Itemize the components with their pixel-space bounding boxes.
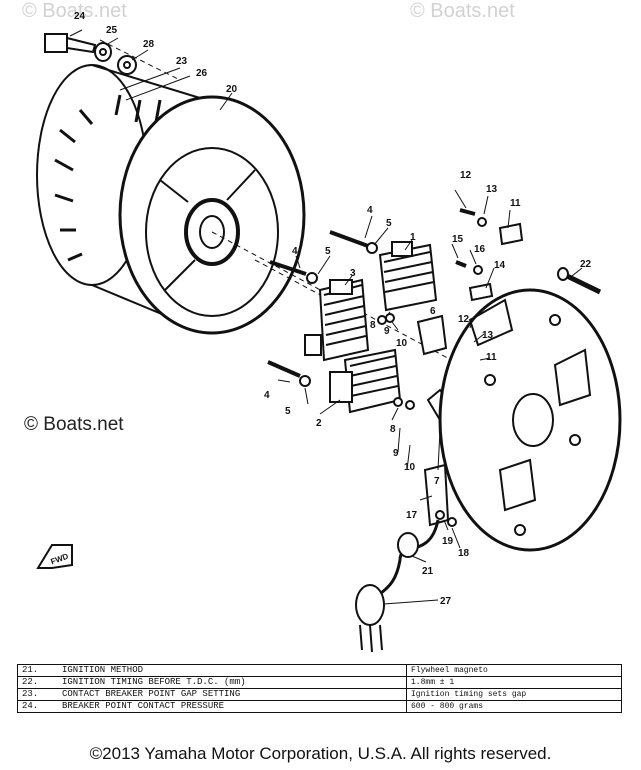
callout-14: 14 xyxy=(494,260,506,271)
exploded-parts-diagram: 24 25 28 23 26 20 4 5 1 12 13 11 15 16 1… xyxy=(36,11,622,653)
callout-26: 26 xyxy=(196,68,208,79)
callout-6: 6 xyxy=(430,306,436,317)
callout-5-mid: 5 xyxy=(325,246,331,257)
callout-28: 28 xyxy=(143,39,155,50)
callout-13-mid: 13 xyxy=(482,330,494,341)
spec-value: Flywheel magneto xyxy=(406,664,622,677)
callout-9-bottom: 9 xyxy=(393,448,399,459)
callout-11-mid: 11 xyxy=(486,352,497,363)
callout-16: 16 xyxy=(474,244,486,255)
lighting-coil xyxy=(378,241,438,312)
front-arrow: FWD xyxy=(36,544,73,569)
spec-number: 22. xyxy=(17,676,58,689)
spec-item: BREAKER POINT CONTACT PRESSURE xyxy=(58,700,407,713)
callout-13-top: 13 xyxy=(486,184,498,195)
callout-23: 23 xyxy=(176,56,188,67)
watermark-main: © Boats.net xyxy=(24,414,124,435)
copyright-notice: ©2013 Yamaha Motor Corporation, U.S.A. A… xyxy=(89,744,552,763)
callout-24: 24 xyxy=(74,11,86,22)
callout-2: 2 xyxy=(316,418,322,429)
callout-27: 27 xyxy=(440,596,452,607)
source-coil xyxy=(304,278,370,362)
callout-18: 18 xyxy=(458,548,470,559)
callout-25: 25 xyxy=(106,25,118,36)
bolt-and-washers xyxy=(44,33,137,75)
callout-5-top: 5 xyxy=(386,218,392,229)
stator-base-plate xyxy=(438,288,622,552)
spec-number: 23. xyxy=(17,688,58,701)
spec-value: Ignition timing sets gap xyxy=(406,688,622,701)
spec-number: 21. xyxy=(17,664,58,677)
callout-4-bottom: 4 xyxy=(264,390,270,401)
callout-11-top: 11 xyxy=(510,198,521,209)
callout-4-mid: 4 xyxy=(292,246,298,257)
spec-item: CONTACT BREAKER POINT GAP SETTING xyxy=(58,688,407,701)
table-row: 22. IGNITION TIMING BEFORE T.D.C. (mm) 1… xyxy=(17,676,622,689)
callout-10-bottom: 10 xyxy=(404,462,416,473)
callout-7: 7 xyxy=(434,476,440,487)
callout-12-top: 12 xyxy=(460,170,472,181)
table-row: 24. BREAKER POINT CONTACT PRESSURE 600 -… xyxy=(17,700,622,713)
callout-4-top: 4 xyxy=(367,205,373,216)
callout-5-bottom: 5 xyxy=(285,406,291,417)
callout-8-bottom: 8 xyxy=(390,424,396,435)
callout-21: 21 xyxy=(422,566,434,577)
charging-coil xyxy=(329,348,402,414)
spec-value: 1.8mm ± 1 xyxy=(406,676,622,689)
callout-17: 17 xyxy=(406,510,418,521)
flywheel-rotor xyxy=(36,64,306,335)
callout-labels: 24 25 28 23 26 20 4 5 1 12 13 11 15 16 1… xyxy=(74,11,592,607)
table-row: 23. CONTACT BREAKER POINT GAP SETTING Ig… xyxy=(17,688,622,701)
spec-number: 24. xyxy=(17,700,58,713)
callout-9-mid: 9 xyxy=(384,326,390,337)
spec-item: IGNITION TIMING BEFORE T.D.C. (mm) xyxy=(58,676,407,689)
watermark-top-right: © Boats.net xyxy=(410,0,515,22)
callout-22: 22 xyxy=(580,259,592,270)
callout-10-mid: 10 xyxy=(396,338,408,349)
callout-3: 3 xyxy=(350,268,356,279)
callout-15: 15 xyxy=(452,234,464,245)
callout-20: 20 xyxy=(226,84,238,95)
table-row: 21. IGNITION METHOD Flywheel magneto xyxy=(17,664,622,677)
callout-19: 19 xyxy=(442,536,454,547)
callout-1: 1 xyxy=(410,232,416,243)
callout-12-mid: 12 xyxy=(458,314,470,325)
spec-item: IGNITION METHOD xyxy=(58,664,407,677)
spec-value: 600 - 800 grams xyxy=(406,700,622,713)
spec-table: 21. IGNITION METHOD Flywheel magneto 22.… xyxy=(17,664,622,713)
callout-8-mid: 8 xyxy=(370,320,376,331)
watermark-top-left: © Boats.net xyxy=(22,0,127,22)
